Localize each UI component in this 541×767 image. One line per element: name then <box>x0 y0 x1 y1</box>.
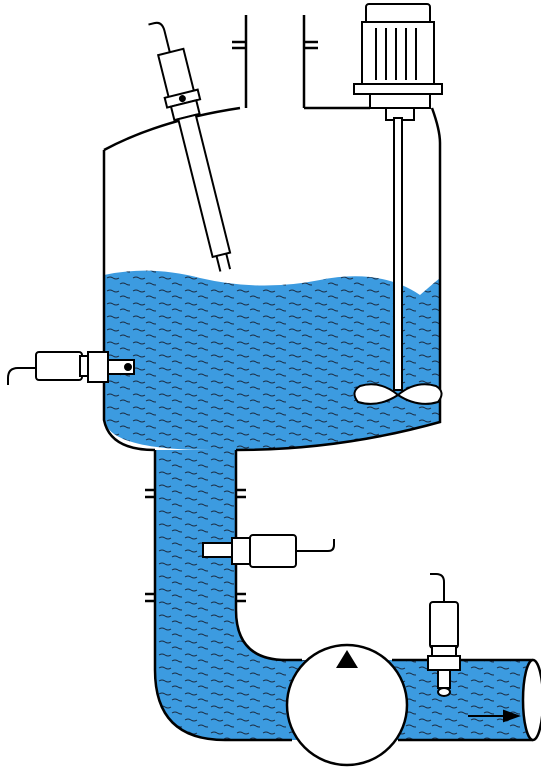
side-mounted-sensor-icon <box>7 351 135 385</box>
flow-arrow-icon <box>468 709 521 723</box>
tank-liquid <box>104 270 440 450</box>
inline-sensor-icon <box>427 573 461 697</box>
top-nozzle-right <box>302 15 318 108</box>
outlet-pipe <box>153 450 541 742</box>
top-nozzle-left <box>232 15 248 108</box>
agitator-shaft <box>393 117 403 391</box>
pipe-flanges <box>145 488 246 603</box>
pipe-sensor-icon <box>202 534 335 568</box>
tank-vessel <box>102 106 442 452</box>
agitator-motor-icon <box>353 3 443 121</box>
agitator-impeller-icon <box>353 383 443 405</box>
pump-icon <box>285 643 409 767</box>
insertion-sensor-probe-icon <box>148 21 232 272</box>
